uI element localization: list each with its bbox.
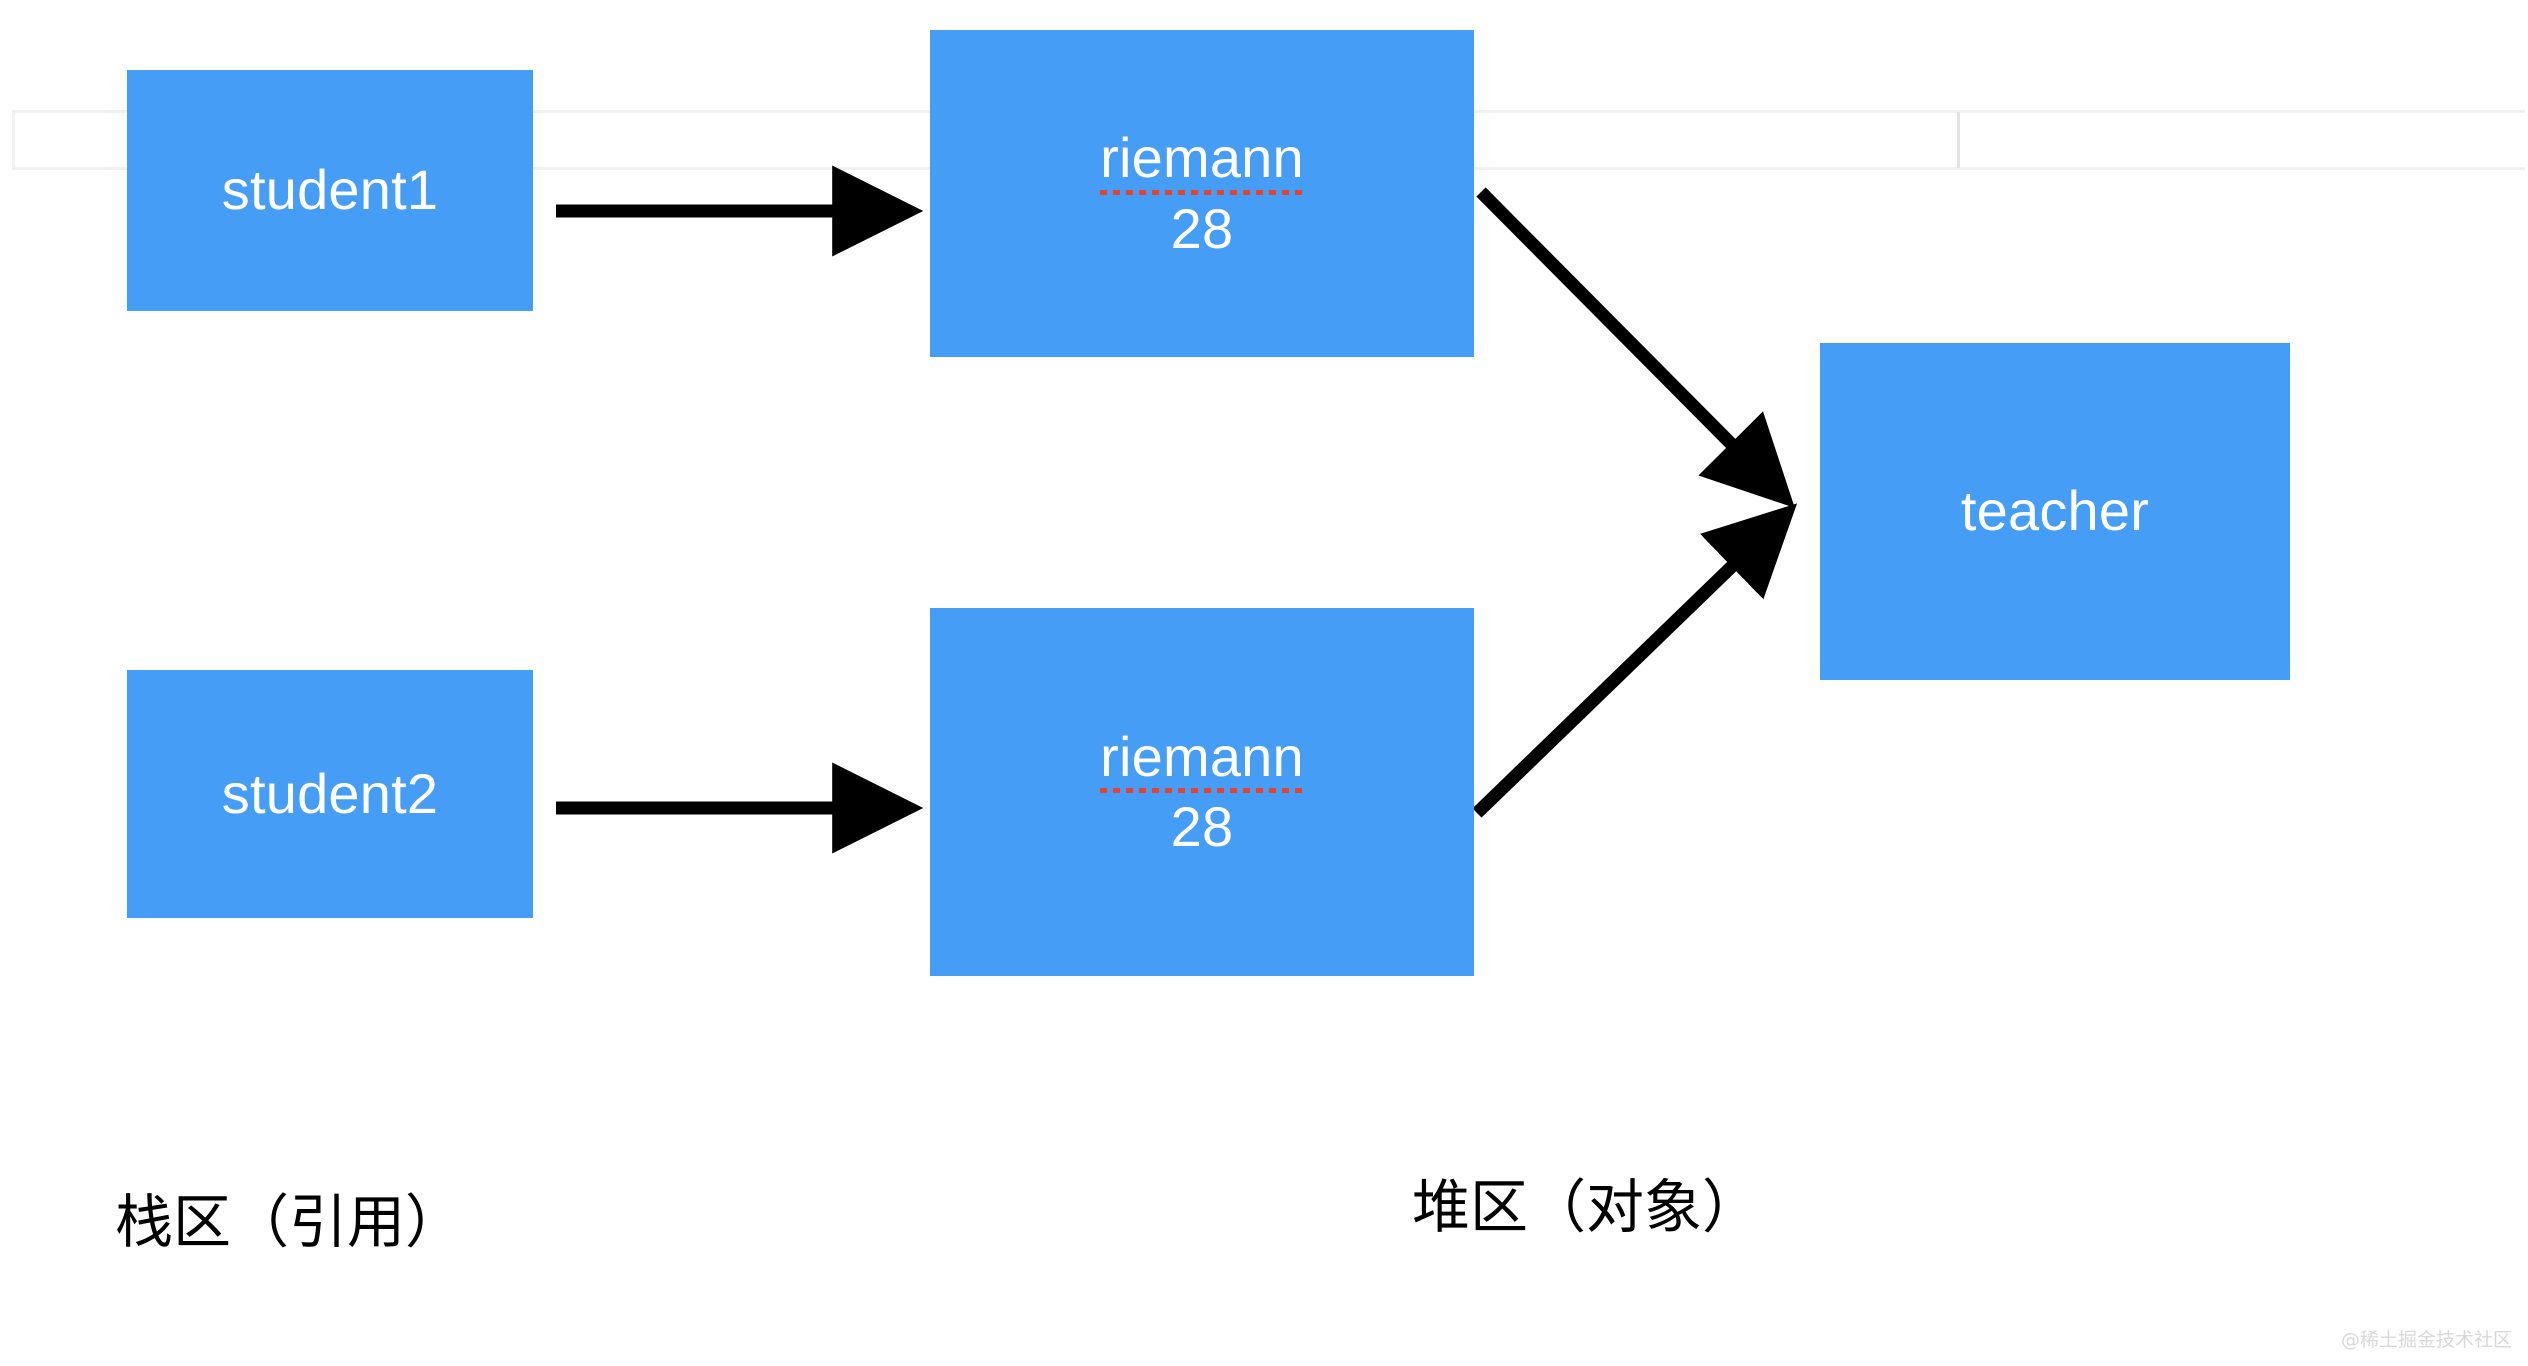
node-object2-age: 28	[1170, 795, 1234, 858]
node-student2[interactable]: student2	[127, 670, 533, 918]
node-object2-name: riemann	[1100, 722, 1304, 793]
background-table-band-left-edge	[12, 110, 15, 170]
node-teacher[interactable]: teacher	[1820, 343, 2290, 680]
watermark: @稀土掘金技术社区	[2340, 1329, 2512, 1351]
node-student2-label: student2	[221, 761, 439, 825]
node-teacher-label: teacher	[1960, 479, 2150, 543]
node-student1[interactable]: student1	[127, 70, 533, 311]
caption-stack-region: 栈区（引用）	[115, 1188, 464, 1256]
background-table-column-divider	[1957, 112, 1960, 168]
node-object1-age: 28	[1170, 196, 1234, 260]
arrow-object2-to-teacher	[1472, 503, 1798, 818]
node-object1-name: riemann	[1100, 124, 1304, 195]
caption-heap-region: 堆区（对象）	[1412, 1173, 1761, 1241]
node-student1-label: student1	[221, 158, 439, 222]
arrow-object1-to-teacher	[1476, 187, 1795, 508]
